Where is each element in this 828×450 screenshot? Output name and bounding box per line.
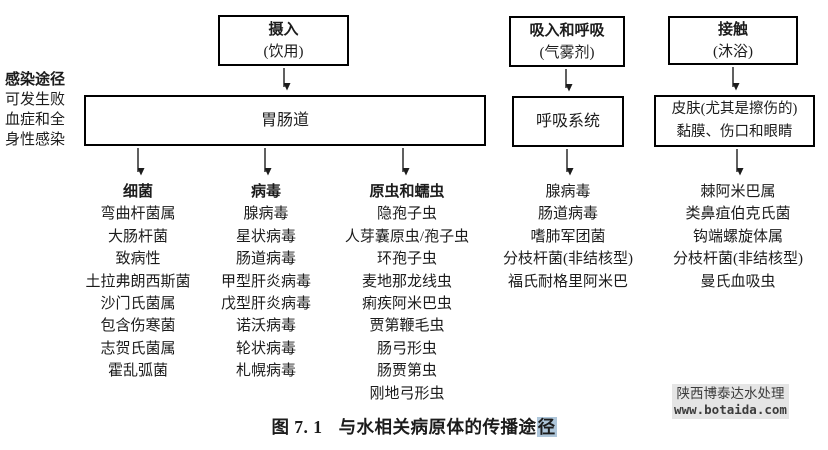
pathogen-item: 包含伤寒菌	[100, 318, 176, 335]
box-respiratory-system: 呼吸系统	[512, 96, 624, 147]
pathogen-item: 志贺氏菌属	[100, 340, 176, 357]
pathogen-item: 星状病毒	[235, 228, 296, 245]
pathogen-item: 沙门氏菌属	[100, 296, 176, 313]
box-ingestion-subtitle: (饮用)	[263, 43, 304, 60]
pathogen-item: 福氏耐格里阿米巴	[507, 273, 628, 290]
column-header: 细菌	[122, 184, 153, 200]
pathogen-item: 霍乱弧菌	[107, 363, 168, 380]
pathogen-item: 大肠杆菌	[107, 228, 168, 245]
figure-caption: 图 7. 1 与水相关病原体的传播途径	[0, 414, 828, 439]
caption-highlight: 径	[536, 417, 557, 437]
watermark-company: 陕西博泰达水处理	[676, 386, 785, 401]
column-bacteria: 细菌弯曲杆菌属大肠杆菌致病性土拉弗朗西斯菌沙门氏菌属包含伤寒菌志贺氏菌属霍乱弧菌	[58, 181, 218, 383]
pathogen-item: 弯曲杆菌属	[100, 206, 176, 223]
figure-number: 图 7. 1	[271, 417, 323, 437]
box-contact-title: 接触	[717, 21, 748, 38]
pathogen-item: 甲型肝炎病毒	[220, 273, 311, 290]
column-respiratory-pathogens: 腺病毒肠道病毒嗜肺军团菌分枝杆菌(非结核型) 福氏耐格里阿米巴	[482, 181, 654, 293]
infection-route-note: 感染途径 可发生败 血症和全 身性感染	[5, 70, 89, 150]
pathogen-item: 棘阿米巴属	[700, 184, 776, 200]
column-contact-pathogens: 棘阿米巴属类鼻疽伯克氏菌钩端螺旋体属分枝杆菌(非结核型) 曼氏血吸虫	[652, 181, 824, 293]
box-ingestion: 摄入 (饮用)	[218, 15, 349, 66]
pathogen-item: 肠道病毒	[537, 206, 598, 223]
column-protozoa-helminths: 原虫和蠕虫隐孢子虫人芽囊原虫/孢子虫环孢子虫麦地那龙线虫痢疾阿米巴虫贾第鞭毛虫肠…	[312, 181, 502, 405]
pathogen-item: 环孢子虫	[376, 251, 437, 268]
pathogen-item: 肠道病毒	[235, 251, 296, 268]
pathogen-item: 分枝杆菌(非结核型)	[673, 251, 803, 268]
column-header: 原虫和蠕虫	[369, 184, 445, 200]
box-gi-tract-label: 胃肠道	[260, 111, 309, 129]
box-respiratory-label: 呼吸系统	[535, 112, 600, 130]
pathogen-item: 肠贾第虫	[376, 363, 437, 380]
note-line: 身性感染	[5, 132, 66, 148]
pathogen-item: 痢疾阿米巴虫	[361, 296, 452, 313]
pathogen-item: 土拉弗朗西斯菌	[85, 273, 191, 290]
box-skin-line: 皮肤(尤其是擦伤的)	[671, 101, 798, 117]
pathogen-item: 诺沃病毒	[235, 318, 296, 335]
pathogen-item: 人芽囊原虫/孢子虫	[344, 228, 470, 245]
box-inhalation: 吸入和呼吸 (气雾剂)	[509, 16, 625, 67]
box-skin-mucosa: 皮肤(尤其是擦伤的) 黏膜、伤口和眼睛	[654, 95, 815, 147]
box-inhalation-title: 吸入和呼吸	[529, 22, 605, 39]
note-title: 感染途径	[5, 72, 66, 88]
pathogen-item: 肠弓形虫	[376, 340, 437, 357]
box-skin-line: 黏膜、伤口和眼睛	[676, 124, 793, 140]
watermark-url: www.botaida.com	[674, 402, 787, 417]
pathogen-item: 腺病毒	[243, 206, 289, 223]
figure-caption-text: 与水相关病原体的传播途	[338, 417, 537, 437]
pathogen-item: 轮状病毒	[235, 340, 296, 357]
pathogen-item: 腺病毒	[545, 184, 591, 200]
watermark: 陕西博泰达水处理 www.botaida.com	[672, 384, 789, 419]
note-line: 血症和全	[5, 112, 66, 128]
pathogen-item: 隐孢子虫	[376, 206, 437, 223]
column-viruses: 病毒腺病毒星状病毒肠道病毒甲型肝炎病毒戊型肝炎病毒诺沃病毒轮状病毒札幌病毒	[186, 181, 346, 383]
pathogen-item: 钩端螺旋体属	[692, 228, 783, 245]
pathogen-item: 曼氏血吸虫	[700, 273, 776, 290]
box-contact-subtitle: (沐浴)	[713, 43, 753, 60]
note-line: 可发生败	[5, 92, 66, 108]
pathogen-item: 麦地那龙线虫	[361, 273, 452, 290]
pathogen-item: 刚地弓形虫	[369, 385, 445, 402]
box-inhalation-subtitle: (气雾剂)	[539, 44, 595, 61]
pathogen-item: 戊型肝炎病毒	[220, 296, 311, 313]
pathogen-item: 类鼻疽伯克氏菌	[685, 206, 791, 223]
box-ingestion-title: 摄入	[268, 21, 299, 38]
pathogen-item: 致病性	[115, 251, 161, 268]
pathogen-item: 分枝杆菌(非结核型)	[503, 251, 633, 268]
box-gi-tract: 胃肠道	[84, 95, 486, 146]
pathogen-item: 札幌病毒	[235, 363, 296, 380]
box-contact: 接触 (沐浴)	[668, 16, 798, 65]
pathogen-item: 贾第鞭毛虫	[369, 318, 445, 335]
column-header: 病毒	[250, 184, 281, 200]
pathogen-item: 嗜肺军团菌	[530, 228, 606, 245]
